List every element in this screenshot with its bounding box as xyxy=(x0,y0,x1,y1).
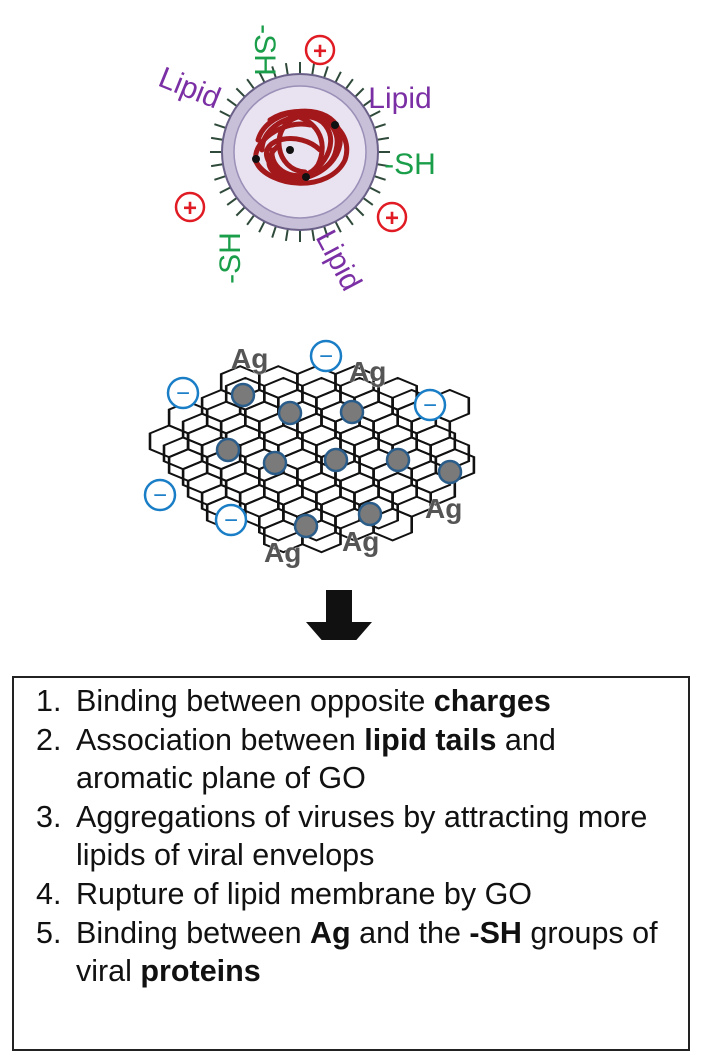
mechanism-text: Binding between opposite xyxy=(76,684,434,718)
mechanism-number: 4. xyxy=(36,877,62,911)
negative-charge-symbol: − xyxy=(423,392,437,419)
negative-charge-symbol: − xyxy=(224,507,238,534)
ag-particle xyxy=(277,400,303,426)
negative-charge: − xyxy=(413,388,447,422)
ag-particle xyxy=(262,450,288,476)
mechanism-text: Association between xyxy=(76,723,365,757)
sh-label-right: -SH xyxy=(384,148,436,181)
virus-particle xyxy=(210,62,390,242)
mechanism-item: 2. Association between lipid tails and ar… xyxy=(14,721,688,797)
lipid-label-left: Lipid xyxy=(154,61,225,115)
ag-labels: Ag Ag Ag Ag Ag xyxy=(231,343,463,569)
ag-label: Ag xyxy=(264,537,301,568)
negative-charge: − xyxy=(309,339,343,373)
positive-charge-symbol: + xyxy=(313,38,327,65)
positive-charge-symbol: + xyxy=(183,195,197,222)
ag-particle xyxy=(230,382,256,408)
ag-particle xyxy=(293,513,319,539)
mechanism-list-box: 1. Binding between opposite charges 2. Asso… xyxy=(12,676,690,1051)
mechanism-keyword: Ag xyxy=(310,916,351,950)
negative-charge: − xyxy=(166,376,200,410)
mechanism-keyword: lipid tails xyxy=(364,723,497,757)
mechanism-text: Aggregations of viruses by attracting mo… xyxy=(76,800,648,872)
mechanism-list: 1. Binding between opposite charges 2. Asso… xyxy=(14,678,688,990)
mechanism-text: and aromatic plane of GO xyxy=(76,723,556,795)
mechanism-item: 1. Binding between opposite charges xyxy=(14,682,688,720)
viral-rna-coil xyxy=(252,108,350,186)
mechanism-text: Binding between xyxy=(76,916,311,950)
mechanism-figure: Lipid Lipid Lipid -SH -SH -SH + + + Ag A… xyxy=(143,24,476,640)
ag-label: Ag xyxy=(342,526,379,557)
ag-particle xyxy=(357,501,383,527)
mechanism-text: groups of viral xyxy=(76,916,658,988)
ag-particle xyxy=(323,447,349,473)
down-arrow-icon xyxy=(306,590,372,640)
ag-particle xyxy=(437,459,463,485)
ag-label: Ag xyxy=(231,343,268,374)
negative-charge-symbol: − xyxy=(153,482,167,509)
ag-particle xyxy=(215,437,241,463)
mechanism-text: and the xyxy=(350,916,470,950)
negative-charge-symbol: − xyxy=(176,380,190,407)
ag-label: Ag xyxy=(425,493,462,524)
lattice-hexagon xyxy=(372,507,413,542)
lipid-label-right: Lipid xyxy=(368,82,431,115)
negative-charge: − xyxy=(143,478,177,512)
ag-label: Ag xyxy=(349,356,386,387)
ag-particle xyxy=(339,399,365,425)
mechanism-item: 5. Binding between Ag and the -SH groups … xyxy=(14,914,688,990)
sh-label-bottom: -SH xyxy=(214,232,247,284)
mechanism-keyword: -SH xyxy=(469,916,522,950)
positive-charge-2: + xyxy=(174,191,206,223)
ag-nanoparticles xyxy=(215,382,463,539)
negative-charge-symbol: − xyxy=(319,343,333,370)
mechanism-number: 2. xyxy=(36,723,62,757)
positive-charge-1: + xyxy=(304,34,336,66)
negative-charges: − − − − − xyxy=(143,339,447,537)
mechanism-item: 3. Aggregations of viruses by attracting … xyxy=(14,798,688,874)
lattice-hexagon xyxy=(358,495,399,530)
mechanism-keyword: proteins xyxy=(140,954,261,988)
lattice-hexagon xyxy=(415,471,457,506)
ag-particle xyxy=(385,447,411,473)
lattice-hexagon xyxy=(301,519,342,554)
virus-protein-dots xyxy=(252,121,339,181)
positive-charge-3: + xyxy=(376,201,408,233)
lipid-label-bottom: Lipid xyxy=(309,225,368,296)
mechanism-keyword: charges xyxy=(433,684,551,718)
positive-charge-symbol: + xyxy=(385,205,399,232)
negative-charge: − xyxy=(214,503,248,537)
sh-label-top: -SH xyxy=(248,24,281,76)
mechanism-number: 5. xyxy=(36,916,62,950)
mechanism-item: 4. Rupture of lipid membrane by GO xyxy=(14,875,688,913)
mechanism-number: 1. xyxy=(36,684,62,718)
mechanism-number: 3. xyxy=(36,800,62,834)
mechanism-text: Rupture of lipid membrane by GO xyxy=(76,877,533,911)
